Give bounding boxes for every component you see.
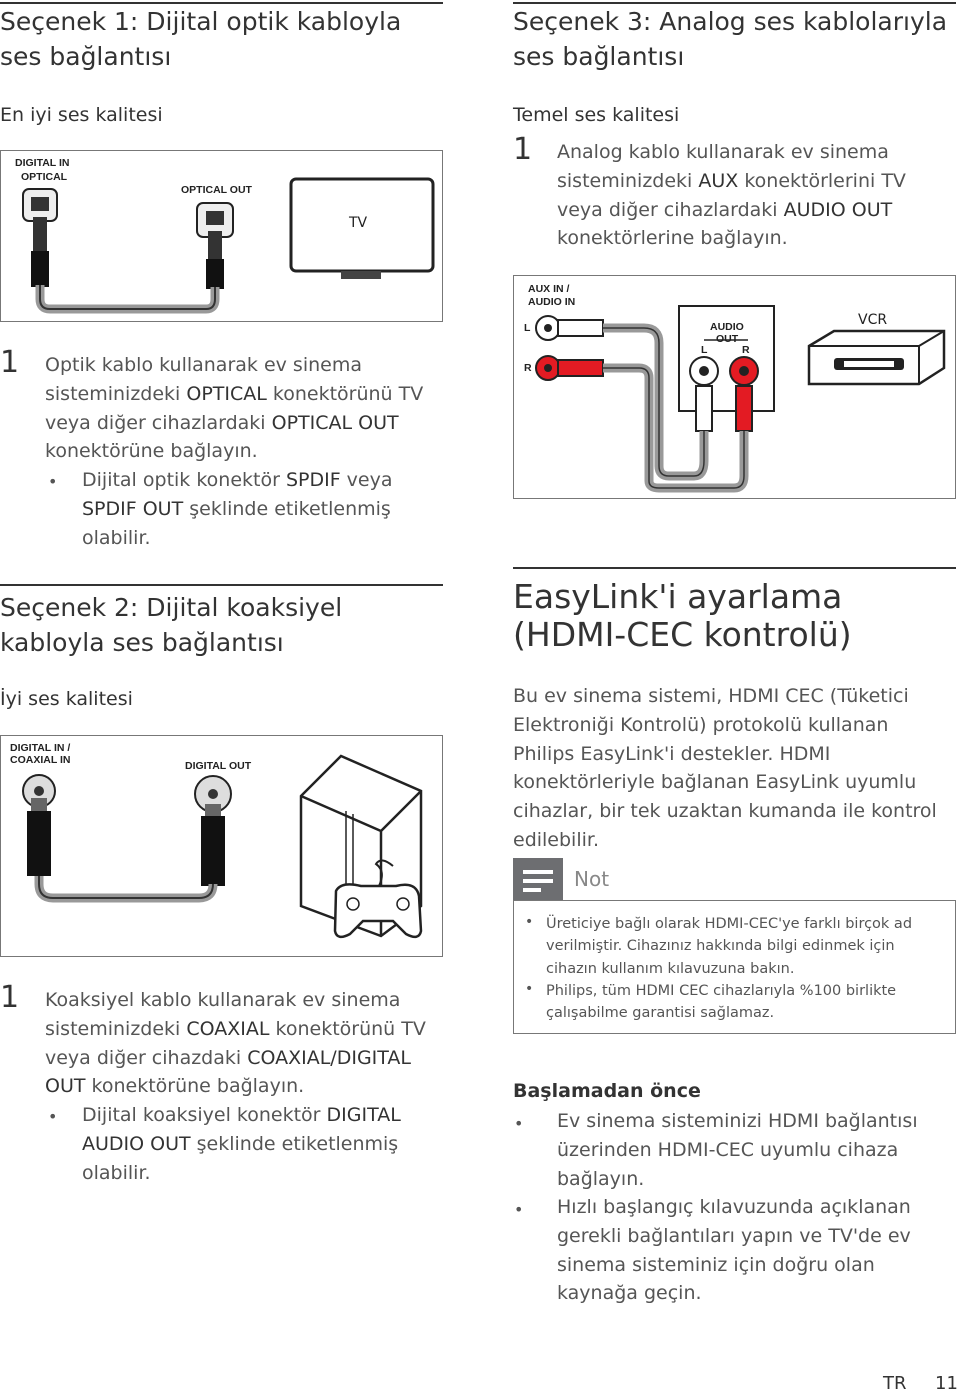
optical-label: OPTICAL [21, 171, 68, 183]
option3-step: Analog kablo kullanarak ev sinema sistem… [557, 141, 906, 250]
option3-quality: Temel ses kalitesi [513, 104, 680, 126]
left-channel-label: L [524, 322, 531, 334]
option3-title: Seçenek 3: Analog ses kablolarıyla ses b… [513, 7, 948, 71]
audio-label: AUDIO [710, 321, 744, 333]
note-item: Üreticiye bağlı olarak HDMI-CEC'ye farkl… [546, 916, 913, 977]
before-title: Başlamadan önce [513, 1080, 701, 1102]
note-box [513, 900, 956, 1034]
section-rule [0, 584, 443, 586]
bullet-dot: • [525, 981, 534, 997]
coaxial-in-label: COAXIAL IN [10, 754, 71, 766]
out-left-label: L [701, 344, 708, 356]
option2-bullet: Dijital koaksiyel konektör DIGITAL AUDIO… [82, 1104, 401, 1184]
bullet-dot: • [525, 914, 534, 930]
analog-diagram: AUX IN / AUDIO IN L R AUDIO OUT L R VCR [513, 275, 956, 499]
bullet-dot: • [514, 1200, 524, 1219]
bullet-dot: • [514, 1114, 524, 1133]
note-item: Philips, tüm HDMI CEC cihazlarıyla %100 … [546, 983, 897, 1022]
footer-language: TR [883, 1373, 907, 1394]
right-channel-label: R [524, 362, 532, 374]
note-title: Not [574, 867, 610, 891]
digital-in-label: DIGITAL IN [15, 157, 70, 169]
coaxial-diagram: DIGITAL IN / COAXIAL IN DIGITAL OUT [0, 735, 443, 957]
option2-title: Seçenek 2: Dijital koaksiyel kabloyla se… [0, 593, 343, 657]
option2-quality: İyi ses kalitesi [0, 688, 133, 710]
section-rule [513, 2, 956, 4]
section-rule [513, 567, 956, 569]
vcr-label: VCR [858, 312, 888, 328]
tv-label: TV [349, 215, 368, 231]
option1-step: Optik kablo kullanarak ev sinema sistemi… [45, 354, 424, 463]
bullet-dot: • [48, 472, 58, 491]
out-label: OUT [716, 333, 739, 345]
option2-step-number: 1 [0, 980, 20, 1015]
page-number: 11 [935, 1373, 958, 1394]
option1-title: Seçenek 1: Dijital optik kabloyla ses ba… [0, 7, 402, 71]
aux-in-label: AUX IN / [528, 283, 570, 295]
before-item: Ev sinema sisteminizi HDMI bağlantısı üz… [557, 1110, 918, 1190]
option2-step: Koaksiyel kablo kullanarak ev sinema sis… [45, 989, 426, 1098]
option1-bullet: Dijital optik konektör SPDIF veya SPDIF … [82, 469, 393, 549]
optical-diagram: DIGITAL IN OPTICAL OPTICAL OUT TV [0, 150, 443, 322]
option3-step-number: 1 [513, 132, 533, 167]
easylink-title: EasyLink'i ayarlama (HDMI-CEC kontrolü) [513, 577, 852, 654]
digital-out-label: DIGITAL OUT [185, 760, 252, 772]
option1-step-number: 1 [0, 345, 20, 380]
bullet-dot: • [48, 1107, 58, 1126]
note-icon [513, 858, 563, 900]
easylink-intro: Bu ev sinema sistemi, HDMI CEC (Tüketici… [513, 685, 937, 851]
digital-in-coax-label: DIGITAL IN / [10, 742, 71, 754]
option1-quality: En iyi ses kalitesi [0, 104, 163, 126]
optical-out-label: OPTICAL OUT [181, 184, 252, 196]
before-item: Hızlı başlangıç kılavuzunda açıklanan ge… [557, 1196, 911, 1305]
section-rule [0, 2, 443, 4]
out-right-label: R [742, 344, 750, 356]
audio-in-label: AUDIO IN [528, 296, 576, 308]
